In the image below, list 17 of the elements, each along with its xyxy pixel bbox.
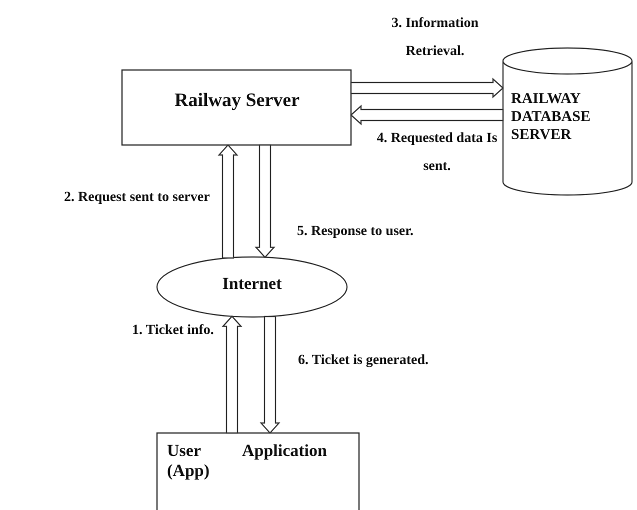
hollow-arrow [222,315,242,434]
server-box [121,69,352,146]
edge-label: 5. Response to user. [297,224,414,241]
node-label: Railway Server [173,90,301,113]
application-box [156,432,360,510]
internet-ellipse [156,256,348,318]
node-label: Internet [221,274,283,294]
node-label: RAILWAY DATABASE SERVER [511,90,592,144]
hollow-arrow [350,78,504,98]
hollow-arrow [350,104,504,126]
hollow-arrow [254,144,276,258]
edge-label: 6. Ticket is generated. [298,353,429,370]
hollow-arrow [260,316,280,434]
edge-label: 2. Request sent to server [64,190,210,207]
hollow-arrow [218,144,238,259]
node-label: User Application (App) [167,441,327,482]
database-cylinder [502,47,633,196]
